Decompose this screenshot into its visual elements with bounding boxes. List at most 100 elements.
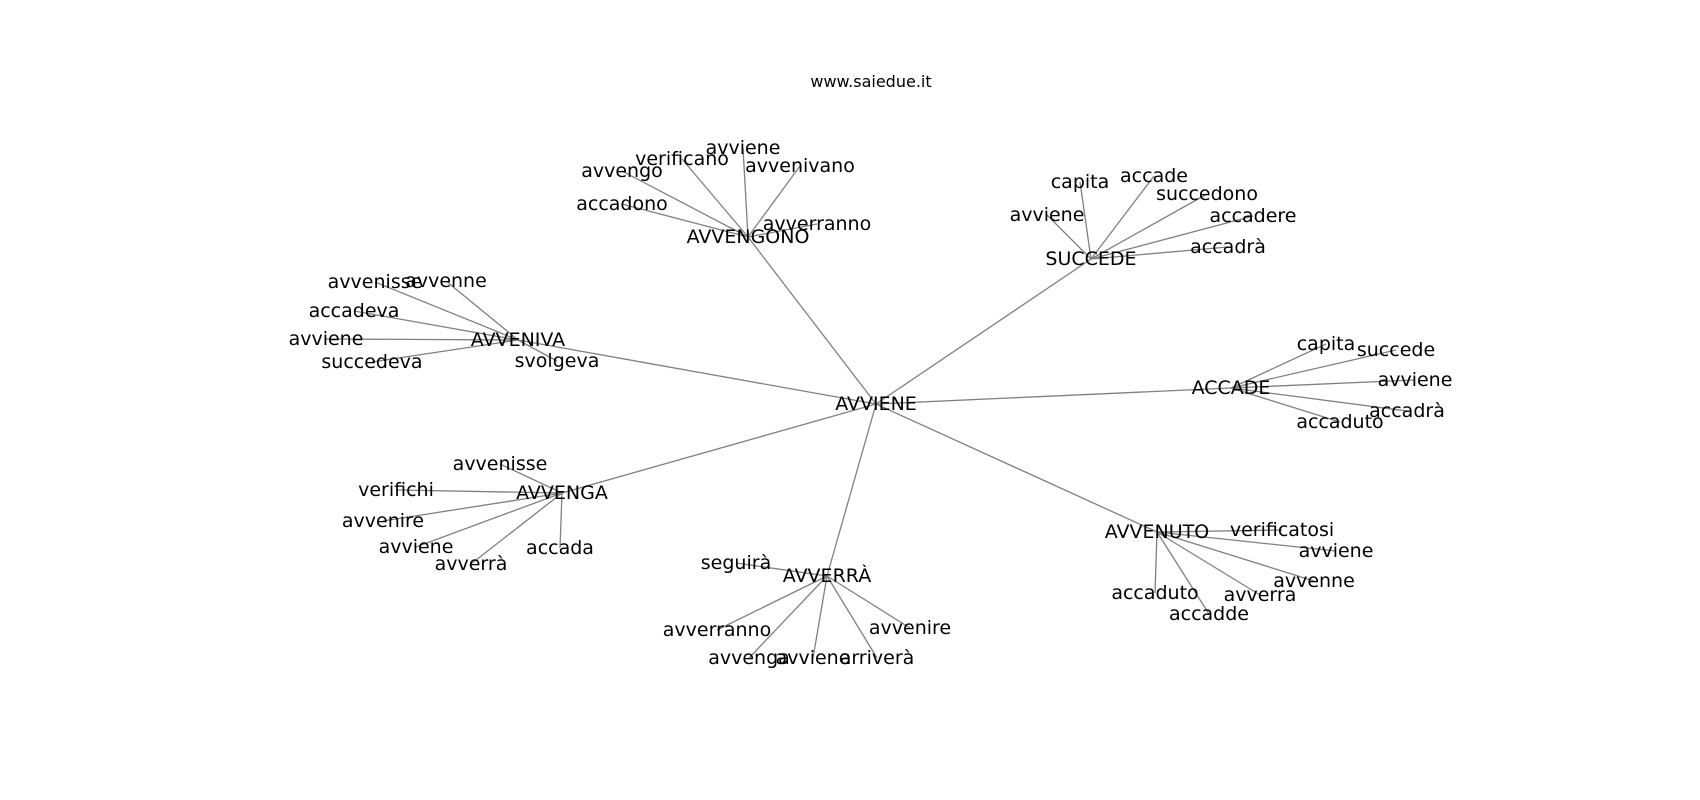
leaf-node-label: avverra	[1224, 584, 1297, 606]
edge-hub-leaf	[1230, 387, 1341, 423]
edge-hub-leaf	[742, 147, 749, 238]
leaf-node-label: accadde	[1169, 603, 1249, 625]
leaf-node-label: avvenga	[708, 647, 790, 669]
graph-edges	[325, 147, 1416, 659]
edge-hub-leaf	[621, 170, 749, 238]
leaf-node-label: avviene	[1378, 369, 1453, 391]
leaf-node-label: verificatosi	[1230, 519, 1334, 541]
leaf-node-label: avvenire	[342, 510, 424, 532]
edge-hub-leaf	[826, 575, 878, 659]
leaf-node-label: succede	[1357, 339, 1435, 361]
edge-center-hub	[875, 403, 1158, 533]
leaf-node-label: verificano	[635, 148, 729, 170]
hub-node-label: AVVENUTO	[1105, 521, 1209, 543]
edge-hub-leaf	[445, 280, 519, 341]
edge-hub-leaf	[353, 310, 519, 341]
leaf-node-label: accaduto	[1111, 582, 1198, 604]
page-title: www.saiedue.it	[810, 72, 931, 91]
leaf-node-label: avviene	[706, 137, 781, 159]
edge-hub-leaf	[621, 203, 749, 238]
edge-hub-leaf	[1230, 379, 1416, 389]
leaf-node-label: avviene	[1299, 540, 1374, 562]
edge-hub-leaf	[1090, 193, 1208, 260]
edge-center-hub	[517, 339, 877, 405]
edge-hub-leaf	[747, 165, 801, 238]
edge-hub-leaf	[382, 492, 563, 522]
leaf-node-label: svolgeva	[515, 350, 600, 372]
leaf-node-label: verifichi	[358, 479, 434, 501]
leaf-node-label: seguirà	[701, 552, 771, 574]
edge-hub-leaf	[499, 463, 563, 494]
leaf-node-label: accaduto	[1296, 411, 1383, 433]
leaf-node-label: accadono	[576, 193, 668, 215]
leaf-node-label: avverranno	[763, 213, 871, 235]
edge-hub-leaf	[325, 338, 519, 341]
edge-hub-leaf	[812, 575, 828, 659]
edge-hub-leaf	[735, 562, 828, 577]
leaf-node-label: arriverà	[840, 647, 915, 669]
leaf-node-label: avverrà	[435, 553, 508, 575]
center-node-label: AVVIENE	[835, 393, 917, 415]
leaf-node-label: avviene	[289, 328, 364, 350]
edge-hub-leaf	[1230, 387, 1408, 412]
edge-hub-leaf	[681, 158, 749, 238]
edge-hub-leaf	[748, 575, 828, 659]
leaf-node-label: accade	[1120, 165, 1188, 187]
edge-hub-leaf	[415, 492, 563, 548]
leaf-node-label: accadrà	[1369, 400, 1445, 422]
edge-hub-leaf	[1046, 214, 1092, 260]
leaf-node-label: avvenne	[1273, 570, 1355, 592]
edge-hub-leaf	[374, 281, 519, 341]
edge-hub-leaf	[1090, 175, 1155, 260]
hub-node-label: ACCADE	[1192, 377, 1271, 399]
edge-hub-leaf	[1230, 349, 1397, 389]
edge-hub-leaf	[826, 575, 911, 629]
edge-hub-leaf	[1156, 531, 1210, 615]
edge-hub-leaf	[1156, 529, 1283, 533]
hub-node-label: AVVENGA	[516, 482, 608, 504]
edge-hub-leaf	[1156, 531, 1315, 582]
edge-center-hub	[561, 403, 877, 494]
edge-hub-leaf	[747, 223, 818, 238]
hub-node-label: AVVENGONO	[687, 226, 810, 248]
leaf-node-label: accadeva	[309, 300, 400, 322]
edge-center-hub	[875, 258, 1092, 405]
leaf-node-label: accadrà	[1190, 236, 1266, 258]
leaf-node-label: avverranno	[663, 619, 771, 641]
edge-center-hub	[747, 236, 877, 405]
edge-hub-leaf	[1090, 215, 1254, 260]
leaf-node-label: accadere	[1209, 205, 1296, 227]
edge-hub-leaf	[1156, 531, 1337, 552]
edge-hub-leaf	[1079, 181, 1092, 260]
leaf-node-label: avvenne	[405, 270, 487, 292]
leaf-node-label: succedeva	[321, 351, 422, 373]
edge-center-hub	[875, 387, 1232, 405]
edge-hub-leaf	[1090, 246, 1229, 260]
leaf-node-label: avvenire	[869, 617, 951, 639]
leaf-node-label: capita	[1297, 333, 1356, 355]
edge-hub-leaf	[517, 339, 558, 362]
edge-hub-leaf	[470, 492, 563, 565]
leaf-node-label: avvengo	[581, 160, 663, 182]
leaf-node-label: avvenisse	[453, 453, 548, 475]
hub-node-label: AVVENIVA	[471, 329, 565, 351]
leaf-node-label: avvenivano	[745, 155, 855, 177]
leaf-node-label: capita	[1051, 171, 1110, 193]
leaf-node-label: avviene	[379, 536, 454, 558]
edge-hub-leaf	[716, 575, 828, 631]
edge-center-hub	[826, 403, 877, 577]
hub-node-label: AVVERRÀ	[783, 564, 871, 587]
edge-hub-leaf	[1230, 343, 1327, 389]
graph-labels: AVVIENEAVVENGONOavvieneverificanoavvengo…	[289, 137, 1453, 669]
edge-hub-leaf	[559, 492, 563, 549]
leaf-node-label: succedono	[1156, 183, 1258, 205]
edge-hub-leaf	[395, 489, 563, 494]
leaf-node-label: avvenisse	[328, 271, 423, 293]
edge-hub-leaf	[371, 339, 519, 363]
leaf-node-label: accada	[526, 537, 594, 559]
edge-hub-leaf	[1154, 531, 1158, 594]
edge-hub-leaf	[1156, 531, 1261, 596]
hub-node-label: SUCCEDE	[1045, 248, 1136, 270]
leaf-node-label: avviene	[776, 647, 851, 669]
